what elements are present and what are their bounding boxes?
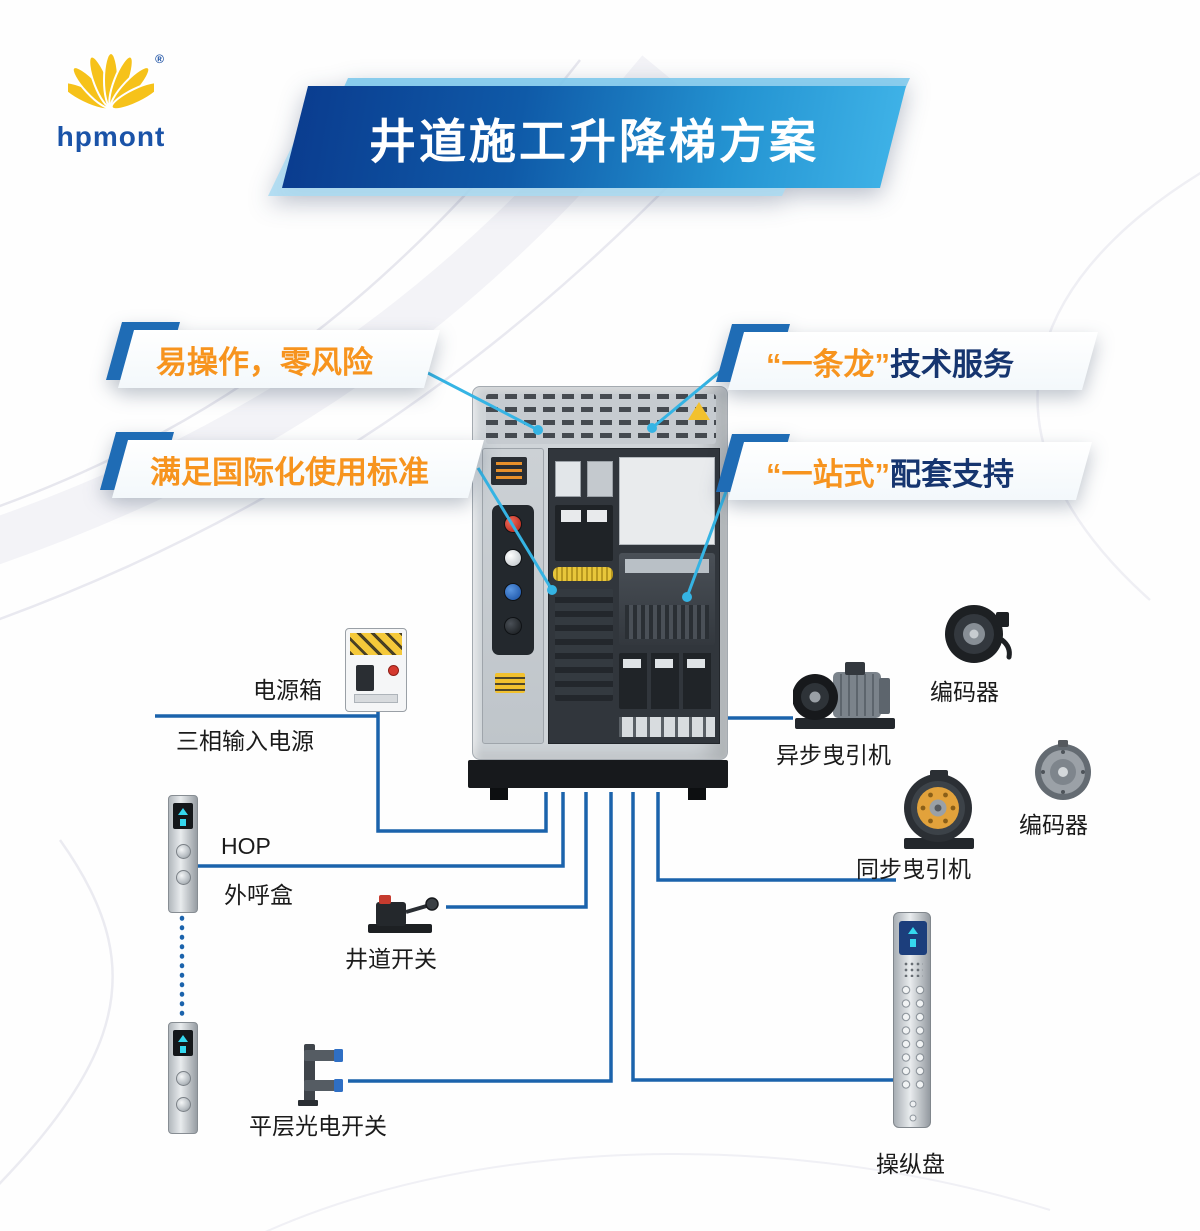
- label-encoder-top: 编码器: [930, 679, 999, 705]
- floor-buttons: [899, 983, 927, 1093]
- label-call-box: 外呼盒: [224, 882, 293, 908]
- control-cabinet-image: [466, 384, 734, 802]
- hop-call-box-lower: [168, 1022, 198, 1134]
- relay-module: [555, 461, 581, 497]
- key-switches: [903, 1097, 923, 1125]
- speaker-grill: [903, 961, 923, 977]
- cabinet-base: [468, 760, 728, 788]
- hop-display: [173, 1030, 193, 1056]
- power-box-image: [345, 628, 407, 712]
- cop-display: [899, 921, 927, 955]
- label-power-box: 电源箱: [253, 677, 322, 703]
- feature-text: 满足国际化使用标准: [150, 454, 429, 490]
- label-hoistway-switch: 井道开关: [345, 946, 437, 972]
- page-title: 井道施工升降梯方案: [369, 114, 819, 168]
- cabinet-display: [491, 457, 527, 485]
- leveling-photo-switch-image: [296, 1042, 348, 1113]
- async-traction-machine-image: [792, 660, 897, 739]
- shell-logo-icon: [60, 52, 162, 111]
- line-sync-machine-to-cabinet: [656, 792, 896, 882]
- cop-panel-image: [893, 912, 931, 1128]
- feature-banner-international-standard: 满足国际化使用标准: [112, 440, 484, 498]
- feature-banner-easy-operation: 易操作，零风险: [118, 330, 440, 388]
- label-async-traction-machine: 异步曳引机: [776, 742, 891, 768]
- label-encoder-right: 编码器: [1019, 812, 1088, 838]
- feature-text: 易操作，零风险: [156, 344, 373, 380]
- sync-traction-machine-image: [896, 768, 980, 857]
- label-cop: 操纵盘: [876, 1151, 945, 1177]
- warning-triangle-icon: [688, 402, 710, 420]
- wire-bundle: [553, 567, 613, 581]
- call-down-button: [176, 870, 191, 885]
- cabinet-foot: [688, 788, 706, 800]
- line-leveling-switch-to-cabinet: [348, 792, 613, 1083]
- label-sync-traction-machine: 同步曳引机: [856, 856, 971, 882]
- cabinet-button-panel: [492, 505, 534, 655]
- title-banner-main: 井道施工升降梯方案: [282, 86, 906, 188]
- encoder-top-image: [936, 598, 1014, 675]
- call-down-button: [176, 1097, 191, 1112]
- drive-unit: [619, 553, 715, 645]
- cabinet-interior: [548, 448, 720, 744]
- line-hop-to-cabinet: [198, 792, 565, 868]
- call-up-button: [176, 1071, 191, 1086]
- contactor-block: [555, 505, 613, 561]
- registered-trademark-symbol: ®: [155, 52, 164, 66]
- relay-module: [587, 461, 613, 497]
- red-button: [504, 515, 522, 533]
- label-three-phase-input: 三相输入电源: [176, 728, 314, 754]
- call-up-button: [176, 844, 191, 859]
- feature-banner-matching-support: “一站式”配套支持: [728, 442, 1092, 500]
- contactor-row: [619, 653, 715, 709]
- title-banner: 井道施工升降梯方案: [282, 86, 906, 188]
- feature-text-highlight: “一站式”: [766, 456, 890, 492]
- hop-call-box-upper: [168, 795, 198, 913]
- cabinet-vent-panel: [486, 394, 716, 444]
- terminal-row: [619, 717, 715, 737]
- white-button: [504, 549, 522, 567]
- black-button: [504, 617, 522, 635]
- feature-text: 技术服务: [890, 346, 1014, 382]
- cabinet-foot: [490, 788, 508, 800]
- feature-text-highlight: “一条龙”: [766, 346, 890, 382]
- brand-logo: ® hpmont: [44, 50, 178, 153]
- hop-display: [173, 803, 193, 829]
- line-hoistway-switch-to-cabinet: [446, 792, 588, 909]
- warning-sticker: [495, 673, 525, 693]
- main-circuit-board: [619, 457, 715, 545]
- cabinet-door: [482, 448, 544, 744]
- blue-button: [504, 583, 522, 601]
- brand-name: hpmont: [56, 121, 166, 152]
- hoistway-switch-image: [362, 888, 446, 943]
- label-leveling-photo-switch: 平层光电开关: [249, 1113, 387, 1139]
- feature-banner-one-stop-service: “一条龙”技术服务: [728, 332, 1098, 390]
- line-cop-to-cabinet: [631, 792, 893, 1082]
- encoder-right-image: [1026, 738, 1100, 813]
- feature-text: 配套支持: [890, 456, 1014, 492]
- label-hop: HOP: [221, 833, 271, 859]
- line-power-box-to-cabinet: [376, 712, 548, 833]
- terminal-strip: [555, 589, 613, 701]
